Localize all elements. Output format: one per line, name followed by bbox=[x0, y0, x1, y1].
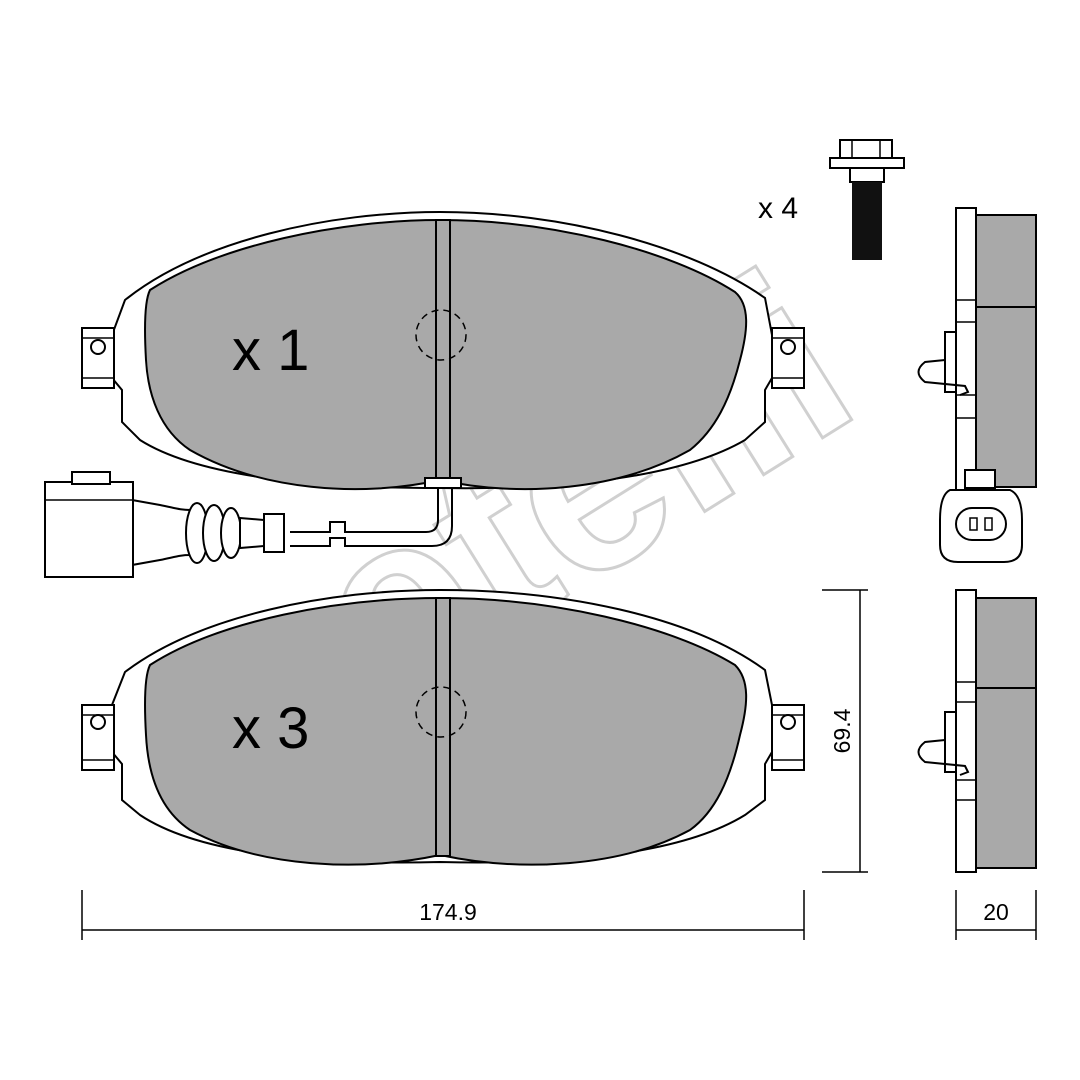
pad-bottom-right-ear bbox=[771, 704, 805, 771]
wear-sensor bbox=[44, 471, 462, 578]
dimension-height-label: 69.4 bbox=[829, 708, 855, 753]
bolt: x 4 bbox=[758, 139, 905, 260]
dimension-width: 174.9 bbox=[81, 890, 805, 940]
side-sensor-connector bbox=[939, 469, 1023, 563]
sensor-wire bbox=[290, 484, 439, 533]
dimension-height: 69.4 bbox=[822, 589, 868, 873]
pad-with-sensor: x 1 bbox=[81, 210, 805, 491]
side-bottom-spring-clip bbox=[917, 739, 970, 776]
bolt-thread bbox=[852, 182, 882, 260]
dimension-width-label: 174.9 bbox=[419, 899, 477, 925]
side-top-spring-clip bbox=[917, 359, 970, 396]
bolt-quantity: x 4 bbox=[758, 192, 798, 225]
pad-top-left-ear bbox=[81, 327, 115, 389]
pad-plain: x 3 bbox=[81, 588, 805, 866]
side-view-plain bbox=[917, 589, 1037, 873]
dimension-thickness-label: 20 bbox=[983, 899, 1009, 925]
pad-bottom-slot bbox=[435, 597, 451, 857]
pad-top-center-mark bbox=[415, 309, 467, 361]
pad-bottom-center-mark bbox=[415, 686, 467, 738]
side-view-with-sensor bbox=[917, 207, 1037, 563]
sensor-boot bbox=[131, 498, 191, 567]
sensor-plug bbox=[44, 481, 134, 578]
pad-top-right-ear bbox=[771, 327, 805, 389]
pad-bottom-quantity: x 3 bbox=[232, 696, 309, 761]
pad-top-slot bbox=[435, 219, 451, 483]
pad-top-quantity: x 1 bbox=[232, 318, 309, 383]
dimension-thickness: 20 bbox=[955, 890, 1037, 940]
pad-bottom-left-ear bbox=[81, 704, 115, 771]
